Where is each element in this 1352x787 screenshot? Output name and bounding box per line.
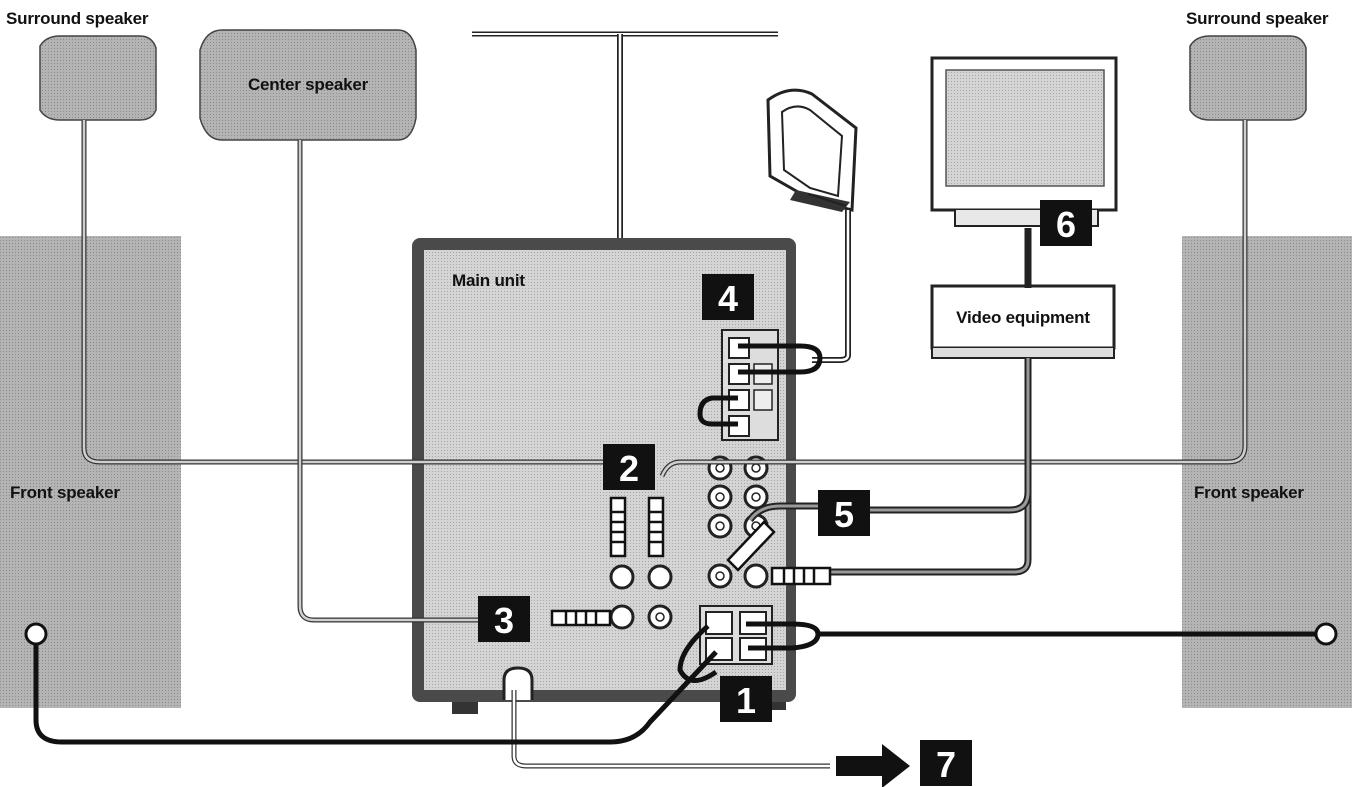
speaker-wires [81, 120, 1248, 769]
tv-monitor [930, 56, 1118, 227]
am-loop-antenna [766, 88, 858, 363]
svg-text:4: 4 [718, 278, 738, 319]
step-badge-5: 5 [818, 490, 870, 536]
svg-text:2: 2 [619, 448, 639, 489]
step-badge-1: 1 [720, 676, 772, 722]
right-front-terminal [1314, 622, 1338, 646]
left-front-terminal [24, 622, 48, 646]
svg-text:6: 6 [1056, 204, 1076, 245]
center-speaker [199, 29, 417, 141]
rca-plugs [550, 496, 832, 627]
surround-speaker-left [39, 35, 157, 121]
svg-text:3: 3 [494, 600, 514, 641]
video-equipment: Video equipment [930, 284, 1116, 359]
surround-speaker-right-label: Surround speaker [1186, 9, 1329, 28]
step-badge-7: 7 [920, 740, 972, 786]
step-badge-4: 4 [702, 274, 754, 320]
front-speaker-left-label: Front speaker [10, 483, 120, 502]
step-badge-2: 2 [603, 444, 655, 490]
surround-speaker-right [1189, 35, 1307, 121]
svg-text:7: 7 [936, 744, 956, 785]
step-badge-3: 3 [478, 596, 530, 642]
video-equipment-label: Video equipment [956, 308, 1090, 327]
center-speaker-label: Center speaker [248, 75, 369, 94]
step-badge-6: 6 [1040, 200, 1092, 246]
front-speaker-wires [33, 343, 1326, 745]
svg-text:1: 1 [736, 680, 756, 721]
main-unit-label: Main unit [452, 271, 525, 290]
front-speaker-right-label: Front speaker [1194, 483, 1304, 502]
arrow-icon [836, 744, 910, 787]
surround-speaker-left-label: Surround speaker [6, 9, 149, 28]
svg-text:5: 5 [834, 494, 854, 535]
